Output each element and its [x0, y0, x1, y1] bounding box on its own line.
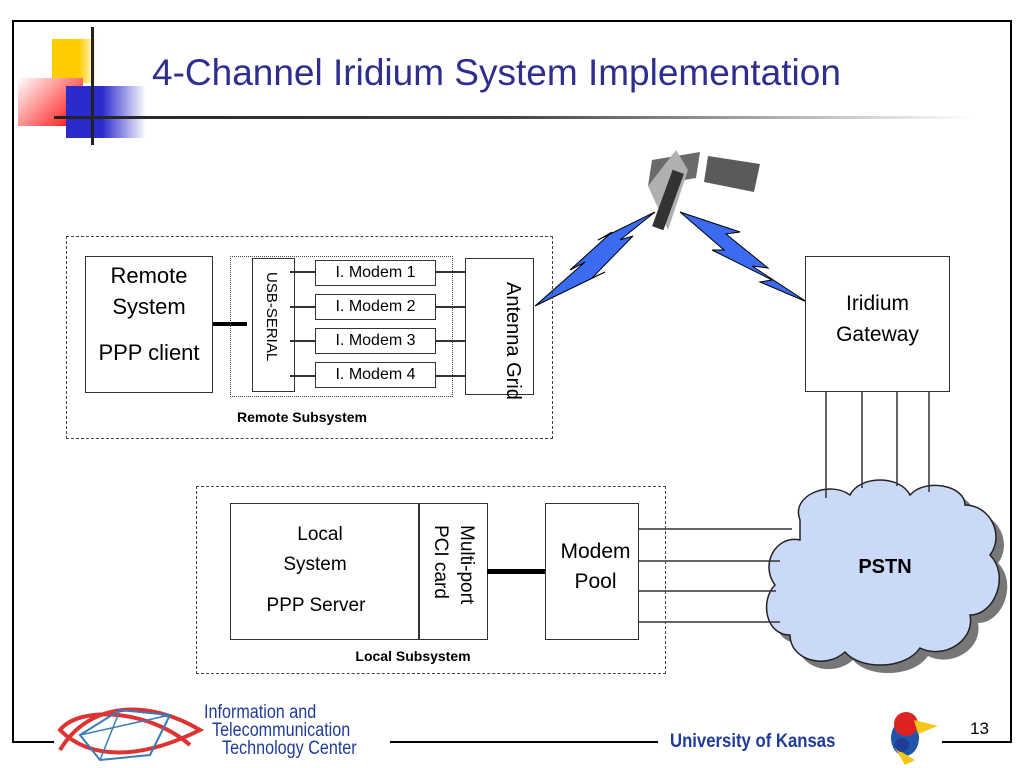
ittc-name-line1: Information and	[204, 702, 317, 723]
modem-array-group	[230, 256, 453, 397]
pci-card-divider	[418, 503, 420, 640]
usb-serial-label: USB-SERIAL	[263, 272, 280, 362]
satellite-icon	[648, 150, 760, 231]
iridium-gateway-box	[805, 256, 950, 392]
local-subsystem-label: Local Subsystem	[355, 648, 471, 664]
footer-rule-right	[942, 741, 1012, 743]
pstn-label: PSTN	[858, 556, 912, 578]
modem-box: I. Modem 3	[315, 328, 436, 354]
modem-box: I. Modem 4	[315, 362, 436, 388]
modem-box: I. Modem 1	[315, 260, 436, 286]
local-thick-link	[487, 569, 546, 574]
remote-system-label: Remote	[110, 263, 188, 288]
local-system-label: PPP Server	[266, 595, 366, 616]
university-name: University of Kansas	[670, 731, 836, 752]
modem-pool-label: Modem	[560, 540, 631, 563]
antenna-grid-label: Antenna Grid	[502, 282, 524, 400]
footer-rule-mid	[390, 741, 658, 743]
page-number: 13	[970, 719, 989, 738]
lightning-bolt-left-icon	[534, 211, 656, 307]
footer-rule-right-end	[1010, 20, 1012, 743]
remote-system-label: System	[112, 294, 186, 319]
remote-subsystem-group	[66, 236, 553, 439]
remote-system-label: PPP client	[98, 340, 200, 365]
footer-rule-left	[12, 741, 54, 743]
slide-title: 4-Channel Iridium System Implementation	[152, 52, 841, 93]
pstn-cloud-icon	[765, 479, 1008, 674]
local-subsystem-group	[196, 486, 666, 674]
pci-card-label: PCI card	[430, 525, 451, 599]
ittc-name-line3: Technology Center	[222, 738, 357, 759]
usb-serial-box	[252, 258, 295, 392]
modem-pool-box	[545, 503, 639, 640]
modem-pool-label: Pool	[574, 570, 617, 593]
iridium-gateway-label: Gateway	[836, 323, 919, 346]
pci-card-label: Multi-port	[456, 525, 477, 605]
remote-subsystem-label: Remote Subsystem	[237, 409, 367, 425]
iridium-gateway-label: Iridium	[845, 292, 909, 315]
antenna-grid-box	[465, 258, 534, 395]
local-system-label: System	[283, 554, 347, 575]
local-system-label: Local	[297, 524, 343, 545]
remote-system-box	[85, 256, 213, 393]
modem-box: I. Modem 2	[315, 294, 436, 320]
local-system-box	[230, 503, 488, 640]
ittc-name-line2: Telecommunication	[212, 720, 351, 741]
